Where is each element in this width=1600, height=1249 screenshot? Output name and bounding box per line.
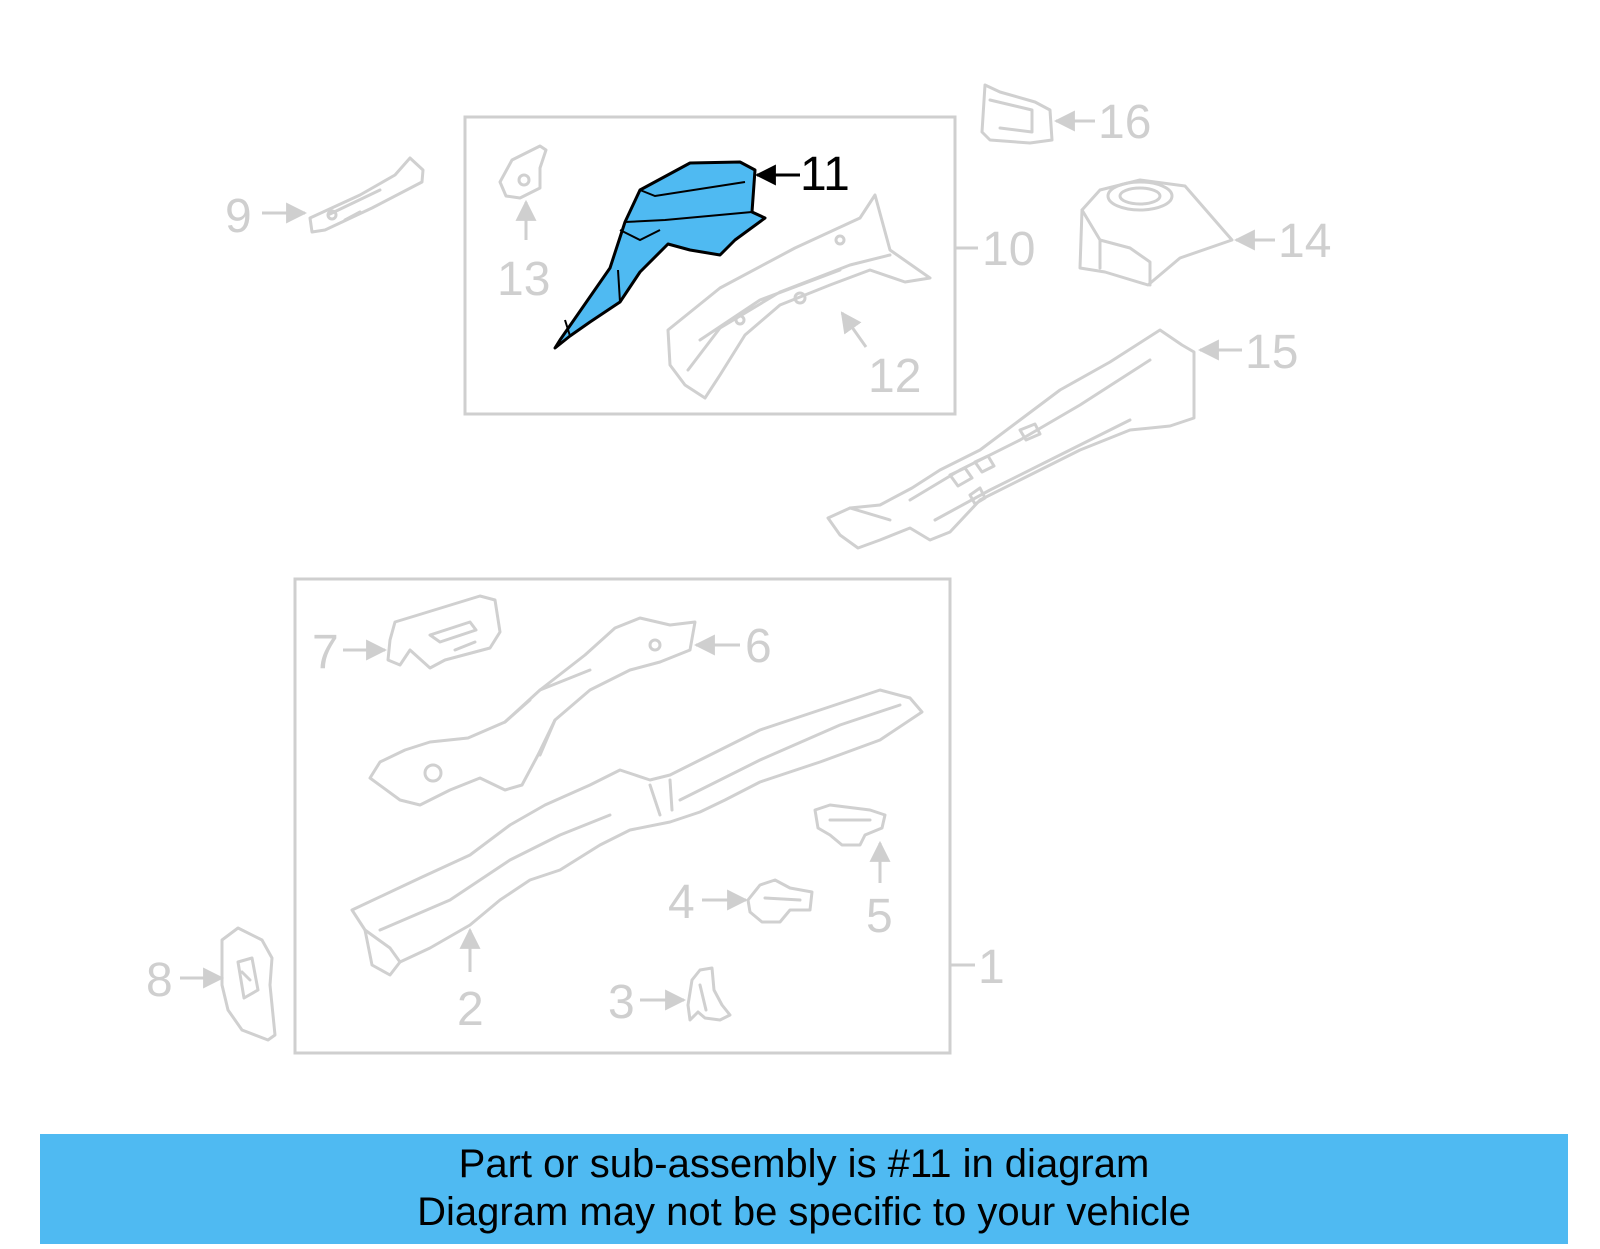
arrow-12 [840,311,868,348]
callout-15: 15 [1245,326,1298,379]
part-8[interactable] [220,926,277,1042]
part-2[interactable] [350,688,924,977]
callout-12: 12 [868,350,921,403]
banner-line-part-number: Part or sub-assembly is #11 in diagram [458,1142,1150,1186]
callout-3: 3 [608,976,635,1029]
callout-5: 5 [866,890,893,943]
callout-6: 6 [745,620,772,673]
info-banner: Part or sub-assembly is #11 in diagram D… [40,1134,1568,1244]
callout-16: 16 [1098,96,1151,149]
callout-1: 1 [978,941,1005,994]
callout-4: 4 [668,876,695,929]
part-15[interactable] [826,328,1196,550]
callout-10: 10 [982,223,1035,276]
banner-line-disclaimer: Diagram may not be specific to your vehi… [417,1190,1191,1234]
part-6[interactable] [368,616,697,807]
callout-7: 7 [312,626,339,679]
group-box-1 [293,577,952,1055]
part-4[interactable] [746,878,814,924]
part-11-highlighted[interactable] [553,160,767,350]
callout-13: 13 [497,253,550,306]
part-16[interactable] [980,83,1054,145]
group-box-10 [463,115,957,416]
callout-14: 14 [1278,215,1331,268]
part-3[interactable] [686,966,732,1022]
part-14[interactable] [1078,178,1234,287]
part-12[interactable] [666,193,932,400]
part-9[interactable] [308,156,425,234]
callout-8: 8 [146,954,173,1007]
callout-11: 11 [800,148,850,201]
callout-2: 2 [457,983,484,1036]
callout-9: 9 [225,190,252,243]
part-7[interactable] [386,594,502,670]
part-13[interactable] [498,144,548,200]
part-5[interactable] [813,803,887,847]
